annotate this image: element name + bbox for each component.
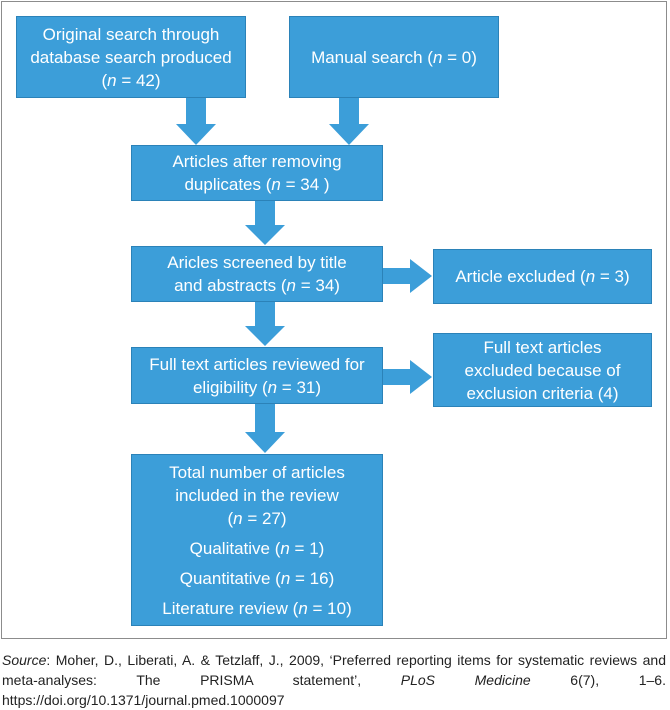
after-duplicates-line-2: duplicates (n = 34 ) <box>184 175 330 194</box>
original-search-line-2: database search produced <box>30 47 232 67</box>
total-included-line-1: Total number of articles <box>169 462 345 482</box>
source-citation: Source: Moher, D., Liberati, A. & Tetzla… <box>2 650 666 710</box>
screened-line-2: and abstracts (n = 34) <box>174 276 340 295</box>
arrow-duplicates-to-screened <box>245 201 285 245</box>
box-manual-search: Manual search (n = 0) <box>289 16 499 98</box>
box-excluded: Article excluded (n = 3) <box>433 249 652 304</box>
diagram-frame <box>1 1 667 639</box>
arrow-fulltext-to-total <box>245 404 285 453</box>
total-literature-review: Literature review (n = 10) <box>162 598 352 618</box>
source-text-2: 6(7), 1–6. https://doi.org/10.1371/journ… <box>2 672 666 708</box>
excluded-line-1: Article excluded (n = 3) <box>455 267 630 286</box>
fulltext-excluded-line-3: exclusion criteria (4) <box>466 383 619 403</box>
original-search-line-3: (n = 42) <box>101 70 161 90</box>
original-search-line-1: Original search through <box>42 24 220 44</box>
arrow-manual-to-duplicates <box>329 98 369 145</box>
fulltext-reviewed-line-2: eligibility (n = 31) <box>192 377 322 397</box>
source-text-1: : Moher, D., Liberati, A. & Tetzlaff, J.… <box>2 652 666 688</box>
box-fulltext-excluded: Full text articles excluded because of e… <box>433 333 652 407</box>
arrow-screened-to-excluded <box>383 259 432 293</box>
screened-line-1: Aricles screened by title <box>167 253 347 272</box>
source-label: Source <box>2 652 47 668</box>
fulltext-excluded-line-2: excluded because of <box>464 360 621 380</box>
box-fulltext-reviewed: Full text articles reviewed for eligibil… <box>131 347 383 404</box>
flow-arrows <box>176 98 432 453</box>
box-screened: Aricles screened by title and abstracts … <box>131 246 383 302</box>
source-journal: PLoS Medicine <box>400 672 531 688</box>
total-qualitative: Qualitative (n = 1) <box>189 538 325 558</box>
arrow-original-to-duplicates <box>176 98 216 145</box>
manual-search-line-1: Manual search (n = 0) <box>311 47 477 67</box>
arrow-fulltext-to-excluded <box>383 360 432 394</box>
box-total-included: Total number of articles included in the… <box>131 454 383 626</box>
total-quantitative: Quantitative (n = 16) <box>179 568 335 588</box>
box-original-search: Original search through database search … <box>16 16 246 98</box>
after-duplicates-line-1: Articles after removing <box>172 152 342 171</box>
box-after-duplicates: Articles after removing duplicates (n = … <box>131 145 383 201</box>
total-included-line-2: included in the review <box>175 485 339 505</box>
fulltext-excluded-line-1: Full text articles <box>483 337 602 357</box>
fulltext-reviewed-line-1: Full text articles reviewed for <box>149 354 365 374</box>
arrow-screened-to-fulltext <box>245 302 285 346</box>
total-included-line-3: (n = 27) <box>227 508 287 528</box>
